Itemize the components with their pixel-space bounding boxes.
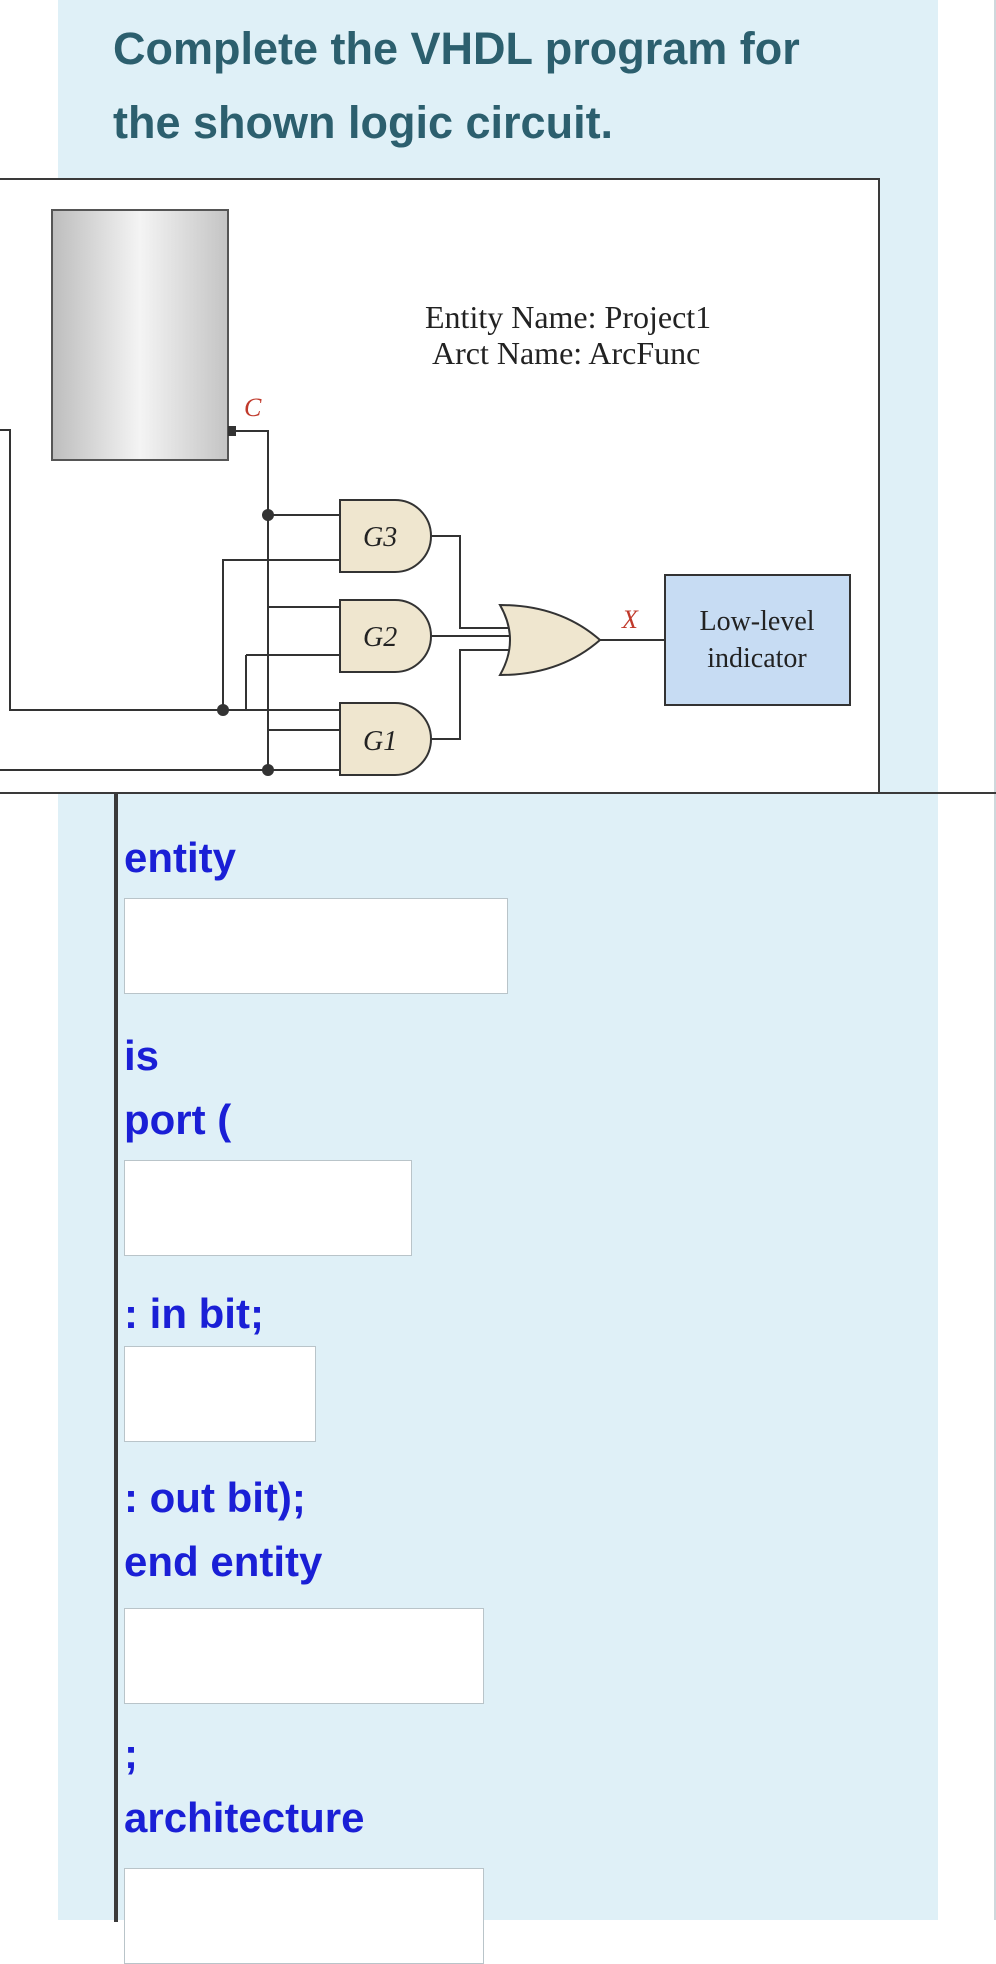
input-ports-input[interactable] xyxy=(125,1161,411,1255)
logic-circuit-diagram: Entity Name: Project1 Arct Name: ArcFunc… xyxy=(0,209,851,776)
logic-circuit-figure: Entity Name: Project1 Arct Name: ArcFunc… xyxy=(0,178,880,794)
panel-edge xyxy=(994,0,996,1920)
low-level-indicator-box xyxy=(664,574,851,706)
kw-out-bit: : out bit); xyxy=(124,1474,306,1521)
entity-name-input[interactable] xyxy=(125,899,507,993)
entity-name-label: Entity Name: Project1 xyxy=(425,299,711,335)
sensor-c-terminal xyxy=(228,426,236,436)
output-port-field[interactable] xyxy=(124,1346,316,1442)
signal-c-label: C xyxy=(244,393,262,422)
gate-g3-label: G3 xyxy=(363,522,397,553)
kw-end-entity: end entity xyxy=(124,1538,323,1585)
and-gate-g2 xyxy=(339,599,432,673)
question-text: Complete the VHDL program for the shown … xyxy=(113,23,800,148)
or-gate xyxy=(498,603,602,677)
architecture-name-input[interactable] xyxy=(125,1869,483,1963)
input-ports-field[interactable] xyxy=(124,1160,412,1256)
kw-architecture: architecture xyxy=(124,1794,365,1841)
and-gate-g3 xyxy=(339,499,432,573)
kw-is: is xyxy=(124,1032,160,1079)
and-gate-g1 xyxy=(339,702,432,776)
wire-c xyxy=(236,430,269,770)
kw-in-bit: : in bit; xyxy=(124,1290,264,1337)
architecture-name-field[interactable] xyxy=(124,1868,484,1964)
output-port-input[interactable] xyxy=(125,1347,315,1441)
kw-port: port ( xyxy=(124,1096,232,1143)
end-entity-name-input[interactable] xyxy=(125,1609,483,1703)
kw-semicolon: ; xyxy=(124,1730,138,1777)
arch-name-label: Arct Name: ArcFunc xyxy=(432,335,700,371)
gate-g1-label: G1 xyxy=(363,726,397,757)
gate-g2-label: G2 xyxy=(363,622,397,653)
end-entity-name-field[interactable] xyxy=(124,1608,484,1704)
vhdl-code-area: entity is port ( : in bit; : out bit); e… xyxy=(114,792,996,1964)
indicator-label-2: indicator xyxy=(707,643,807,674)
wire-a xyxy=(0,429,223,711)
tank-box xyxy=(51,209,229,461)
entity-name-field[interactable] xyxy=(124,898,508,994)
kw-entity: entity xyxy=(124,834,237,881)
indicator-label-1: Low-level xyxy=(699,606,814,637)
output-x-label: X xyxy=(621,605,639,634)
